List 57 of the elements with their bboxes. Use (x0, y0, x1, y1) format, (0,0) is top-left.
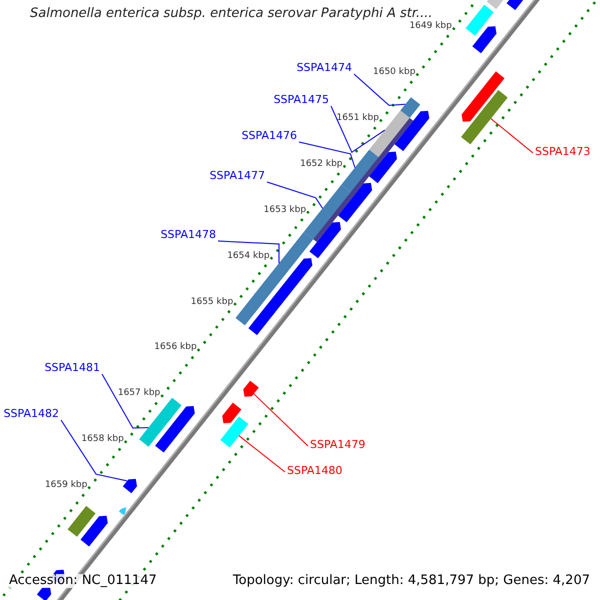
leader-line (330, 106, 386, 154)
gene-feature (248, 258, 312, 336)
scale-label: 1657 kbp (118, 389, 160, 400)
gene-bar (304, 184, 351, 240)
gene-bar (68, 506, 96, 537)
gene-feature (155, 406, 195, 452)
scale-label: 1649 kbp (409, 22, 452, 32)
scale-label: 1655 kbp (190, 298, 234, 308)
gene-feature (36, 586, 52, 600)
gene-bar (486, 0, 505, 10)
gene-feature (118, 507, 126, 516)
scale-label: 1658 kbp (81, 435, 124, 446)
accession-text: Accession: NC_011147 (9, 574, 157, 588)
gene-feature (462, 71, 504, 122)
gene-label: SSPA1478 (160, 229, 216, 242)
gene-feature (309, 222, 341, 258)
scale-label: 1654 kbp (227, 252, 270, 262)
scale-label: 1650 kbp (373, 68, 416, 78)
leader-line (102, 374, 149, 428)
gene-feature (122, 478, 137, 494)
leader-line (266, 182, 324, 209)
gene-label: SSPA1475 (274, 94, 329, 106)
gene-bar (139, 398, 182, 447)
gene-feature (243, 380, 259, 397)
gene-label: SSPA1477 (210, 170, 265, 182)
leader-line (238, 435, 286, 472)
gene-bar (220, 416, 248, 448)
scale-label: 1652 kbp (300, 160, 342, 170)
summary-text: Topology: circular; Length: 4,581,797 bp; Genes: 4,207 (232, 574, 590, 588)
scale-label: 1653 kbp (264, 206, 306, 216)
gene-feature (338, 182, 372, 222)
gene-label: SSPA1479 (310, 439, 366, 452)
gene-label: SSPA1474 (296, 62, 352, 74)
leader-line (490, 118, 534, 154)
map-title: Salmonella enterica subsp. enterica serovar Paratyphi A str.... (30, 7, 433, 21)
scale-label: 1656 kbp (154, 344, 197, 354)
leader-line (253, 393, 308, 446)
gene-feature (394, 110, 430, 152)
gene-feature (222, 402, 242, 424)
leader-line (60, 420, 128, 482)
scale-label: 1651 kbp (336, 114, 379, 124)
gene-feature (80, 516, 108, 546)
gene-label: SSPA1480 (287, 465, 342, 478)
scale-label: 1659 kbp (44, 481, 88, 492)
gene-bar (341, 150, 379, 192)
leader-line (218, 240, 280, 264)
gene-bar (466, 4, 494, 36)
gene-bar (400, 97, 420, 118)
gene-label: SSPA1482 (4, 408, 59, 420)
leader-line (354, 74, 406, 106)
gene-label: SSPA1473 (535, 146, 590, 158)
gene-feature (369, 152, 397, 184)
leader-line (298, 142, 356, 168)
gene-bar (461, 90, 508, 144)
gene-feature (472, 26, 496, 54)
gene-label: SSPA1481 (44, 362, 100, 374)
gene-label: SSPA1476 (242, 130, 297, 142)
